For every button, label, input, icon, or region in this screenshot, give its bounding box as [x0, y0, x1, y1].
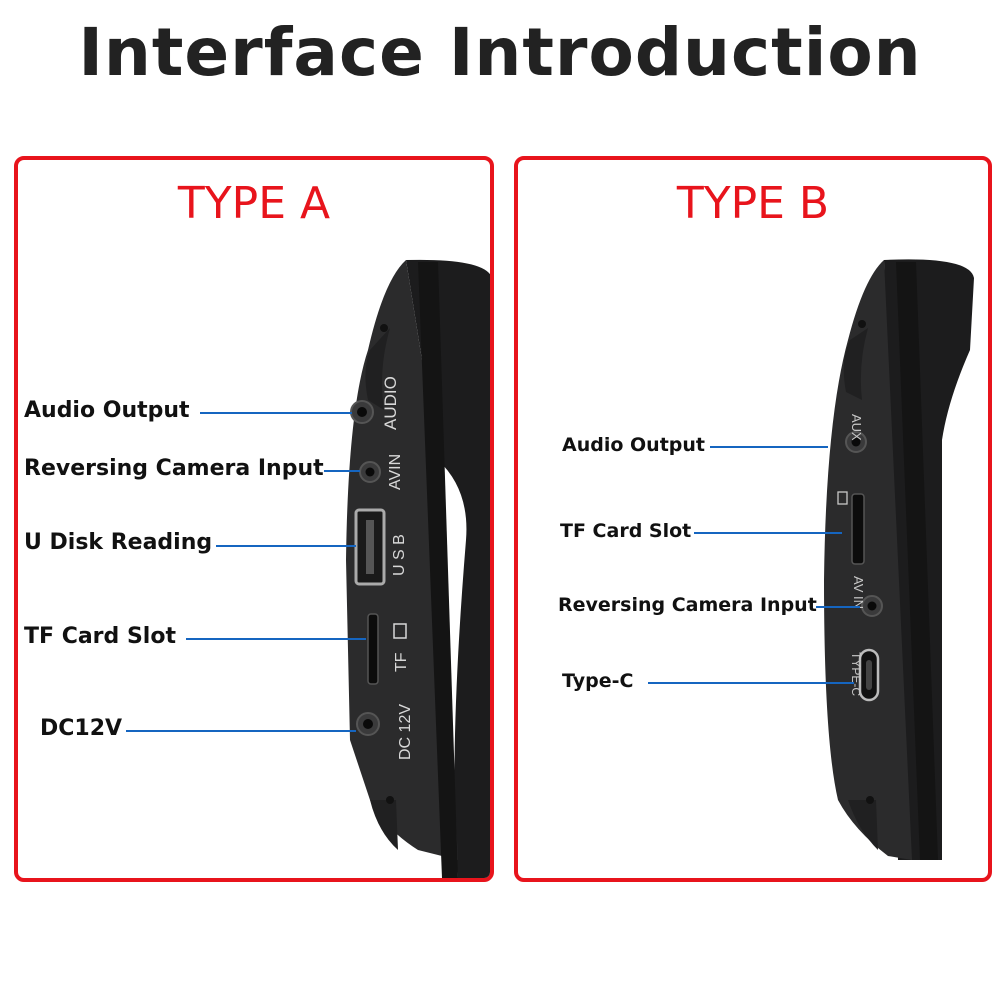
type-a-tf-slot: [367, 613, 379, 685]
type-b-aux-jack: [845, 431, 867, 453]
type-a-leader-u-disk-reading: [216, 545, 356, 547]
type-b-title: TYPE B: [676, 178, 830, 229]
type-b-marking-avin: AV IN: [851, 576, 866, 609]
type-b-marking-aux: AUX: [849, 414, 864, 441]
type-a-marking-audio: AUDIO: [381, 376, 400, 430]
type-a-label-u-disk-reading: U Disk Reading: [24, 530, 213, 555]
type-a-leader-tf-card-slot: [186, 638, 366, 640]
type-b-avin-jack: [861, 595, 883, 617]
type-a-leader-dc12v: [126, 730, 356, 732]
type-b-label-tf-card-slot: TF Card Slot: [560, 520, 692, 542]
type-a-label-reversing-camera-input: Reversing Camera Input: [24, 456, 324, 481]
type-a-marking-dc: DC 12V: [397, 704, 414, 760]
type-b-leader-reversing-camera-input: [816, 606, 860, 608]
type-a-marking-avin: AVIN: [387, 454, 404, 490]
type-a-panel: TYPE A: [14, 156, 494, 882]
type-a-dc-jack: [356, 712, 380, 736]
type-b-marking-typec: TYPE-C: [849, 652, 863, 696]
type-a-usb-port: [354, 508, 386, 586]
type-a-marking-tf: TF: [393, 652, 410, 672]
type-a-label-audio-output: Audio Output: [24, 398, 190, 423]
type-b-tf-slot: [851, 493, 865, 565]
sd-card-icon: [393, 623, 407, 639]
type-b-leader-tf-card-slot: [694, 532, 842, 534]
type-b-panel: TYPE B AUX AV: [514, 156, 992, 882]
type-a-avin-jack: [359, 461, 381, 483]
type-b-label-audio-output: Audio Output: [562, 434, 705, 456]
type-a-device-image: AUDIO AVIN U S B TF DC 12V: [346, 259, 490, 878]
type-b-leader-audio-output: [710, 446, 828, 448]
type-a-label-tf-card-slot: TF Card Slot: [24, 624, 176, 649]
type-b-label-reversing-camera-input: Reversing Camera Input: [558, 594, 817, 616]
page-title: Interface Introduction: [78, 14, 922, 91]
type-a-title: TYPE A: [177, 178, 331, 229]
type-a-marking-usb: U S B: [391, 534, 408, 576]
type-a-audio-jack: [350, 400, 374, 424]
type-b-leader-type-c: [648, 682, 854, 684]
sd-card-icon: [837, 491, 848, 505]
type-b-label-type-c: Type-C: [562, 670, 634, 692]
type-a-leader-audio-output: [200, 412, 352, 414]
type-b-typec-port: [858, 648, 880, 702]
type-a-label-dc12v: DC12V: [40, 716, 123, 741]
type-a-leader-reversing-camera-input: [324, 470, 360, 472]
type-b-device-image: AUX AV IN TYPE-C: [824, 259, 974, 860]
